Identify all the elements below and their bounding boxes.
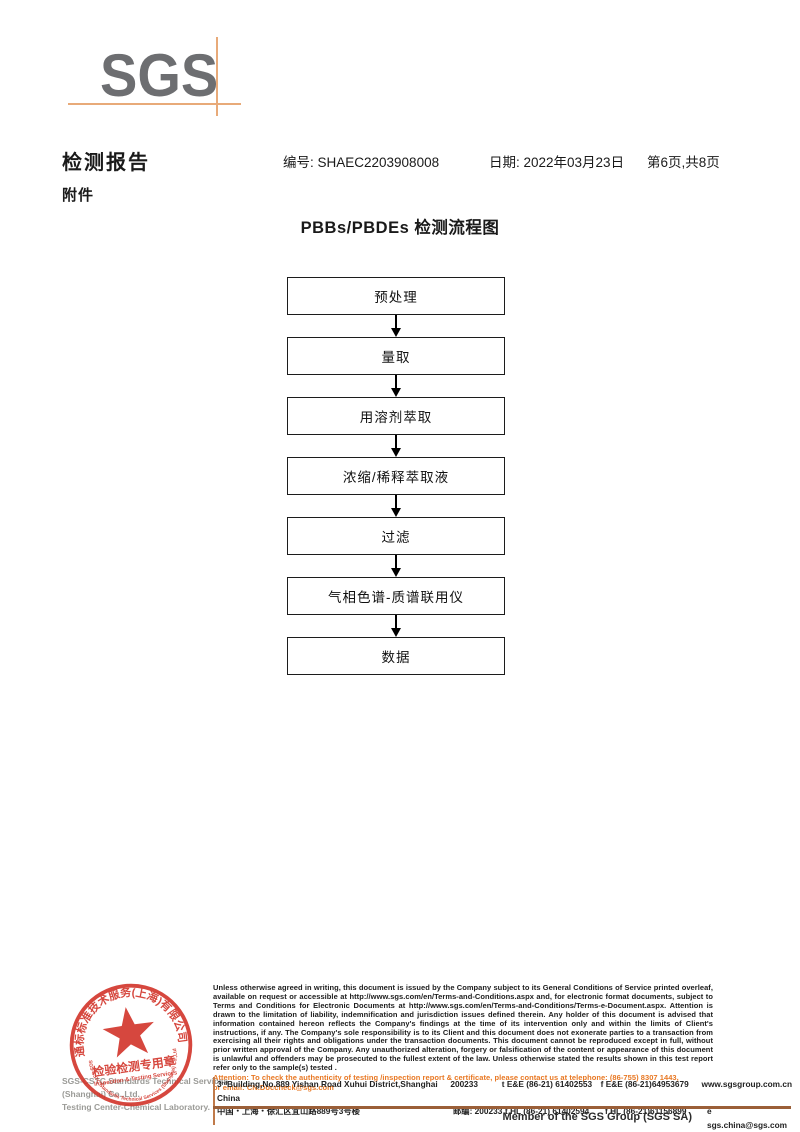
address-row-en: 3ʳᵈBuilding,No.889 Yishan Road Xuhui Dis…	[217, 1078, 792, 1105]
legal-disclaimer: Unless otherwise agreed in writing, this…	[213, 983, 713, 1093]
flowchart: 预处理 量取 用溶剂萃取 浓缩/稀释萃取液 过滤 气相色谱-质谱联用仪 数据	[287, 277, 505, 675]
down-arrow-icon	[287, 555, 505, 577]
address-row-cn: 中国・上海・徐汇区宜山路889号3号楼 邮编: 200233 t HL (86-…	[217, 1105, 792, 1132]
legal-paragraph: Unless otherwise agreed in writing, this…	[213, 983, 713, 1073]
attention-line-2: or email: CN.Doccheck@sgs.com	[213, 1082, 334, 1092]
down-arrow-icon	[287, 435, 505, 457]
page-indicator: 第6页,共8页	[647, 155, 720, 170]
flowchart-step-gcms: 气相色谱-质谱联用仪	[287, 577, 505, 615]
report-title: 检测报告	[62, 152, 150, 174]
footer-vertical-divider	[213, 1077, 215, 1125]
down-arrow-icon	[287, 615, 505, 637]
website: www.sgsgroup.com.cn	[701, 1079, 793, 1089]
flowchart-step-data: 数据	[287, 637, 505, 675]
down-arrow-icon	[287, 315, 505, 337]
email: e sgs.china@sgs.com	[707, 1106, 788, 1130]
address-cn: 中国・上海・徐汇区宜山路889号3号楼	[217, 1106, 360, 1116]
logo-vertical-line	[216, 37, 218, 116]
attention-line-1: Attention: To check the authenticity of …	[213, 1073, 679, 1083]
flowchart-step-filter: 过滤	[287, 517, 505, 555]
telephone-1: t E&E (86-21) 61402553	[501, 1079, 593, 1089]
company-name-line2: Testing Center-Chemical Laboratory.	[62, 1102, 210, 1112]
down-arrow-icon	[287, 495, 505, 517]
footer-horizontal-rule	[213, 1106, 791, 1109]
fax-2: f HL (86-21)61156899	[605, 1106, 687, 1116]
flowchart-step-solvent-extraction: 用溶剂萃取	[287, 397, 505, 435]
flowchart-step-pretreatment: 预处理	[287, 277, 505, 315]
flowchart-title: PBBs/PBDEs 检测流程图	[300, 219, 500, 237]
seal-star-icon	[102, 1007, 154, 1058]
sgs-member-line: Member of the SGS Group (SGS SA)	[502, 1111, 692, 1123]
address-block: 3ʳᵈBuilding,No.889 Yishan Road Xuhui Dis…	[217, 1078, 792, 1132]
sgs-logo-text: SGS	[100, 41, 219, 110]
telephone-2: t HL (86-21) 61402594	[505, 1106, 590, 1116]
report-date: 日期: 2022年03月23日	[489, 155, 625, 170]
attachment-label: 附件	[62, 187, 95, 204]
report-number: 编号: SHAEC2203908008	[283, 155, 440, 170]
down-arrow-icon	[287, 375, 505, 397]
sgs-logo: SGS	[0, 0, 300, 130]
flowchart-step-measure: 量取	[287, 337, 505, 375]
company-seal: 通标标准技术服务(上海)有限公司 SGS-CSTC Standards Tech…	[64, 977, 193, 1109]
postcode-en: 200233	[450, 1079, 479, 1089]
fax-1: f E&E (86-21)64953679	[600, 1079, 689, 1089]
address-en: 3ʳᵈBuilding,No.889 Yishan Road Xuhui Dis…	[217, 1079, 438, 1103]
flowchart-step-concentrate-dilute: 浓缩/稀释萃取液	[287, 457, 505, 495]
postcode-cn: 邮编: 200233	[453, 1106, 503, 1116]
logo-horizontal-line	[68, 103, 241, 105]
seal-ring	[69, 983, 193, 1107]
